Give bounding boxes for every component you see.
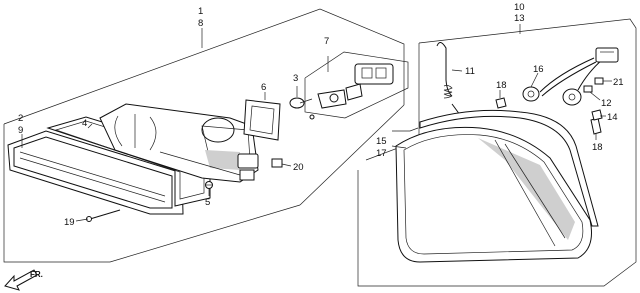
callout-20: 20: [293, 162, 304, 173]
callout-11: 11: [465, 66, 475, 77]
callout-15: 15: [376, 136, 387, 147]
callout-21: 21: [613, 77, 624, 88]
spring-wire: [436, 42, 463, 119]
leader-lines: [21, 24, 612, 222]
bulb: [289, 97, 315, 120]
lamp-housing: [99, 103, 259, 183]
callout-2: 2: [18, 113, 23, 124]
callout-labels: 1 8 2 9 4 7 3 6 5 19 20 10 13 11 18 16 2…: [18, 2, 624, 228]
callout-3: 3: [293, 73, 298, 84]
callout-18-lower: 18: [592, 142, 603, 153]
callout-18-upper: 18: [496, 80, 507, 91]
callout-17: 17: [376, 148, 387, 159]
callout-12: 12: [601, 98, 612, 109]
callout-10: 10: [514, 2, 525, 13]
grommet-18a: [495, 97, 507, 109]
gasket: [46, 116, 211, 207]
socket-harness: [522, 47, 619, 106]
callout-1: 1: [198, 6, 203, 17]
callout-13: 13: [514, 13, 525, 24]
screw-5: [205, 181, 213, 189]
callout-8: 8: [198, 18, 203, 29]
right-assembly-outline: [357, 18, 637, 287]
callout-7: 7: [324, 36, 329, 47]
front-direction-label: FR.: [30, 270, 43, 279]
corner-lens: [395, 126, 592, 263]
socket-group: [304, 51, 409, 119]
callout-9: 9: [18, 125, 23, 136]
callout-19: 19: [64, 217, 75, 228]
clip-12: [583, 85, 593, 93]
callout-14: 14: [607, 112, 618, 123]
clip-21: [594, 77, 604, 85]
left-assembly-outline: [3, 8, 405, 263]
callout-5: 5: [205, 197, 210, 208]
front-direction-arrow: FR.: [4, 269, 43, 291]
callout-6: 6: [261, 82, 266, 93]
screw-19: [86, 209, 121, 222]
callout-4: 4: [82, 118, 87, 129]
grommet-14: [591, 109, 603, 121]
grommet-18b: [590, 117, 602, 135]
front-lens: [7, 130, 184, 215]
clip-20: [271, 158, 283, 168]
socket-gasket: [243, 99, 281, 141]
trim-strip: [419, 109, 599, 227]
callout-16: 16: [533, 64, 544, 75]
